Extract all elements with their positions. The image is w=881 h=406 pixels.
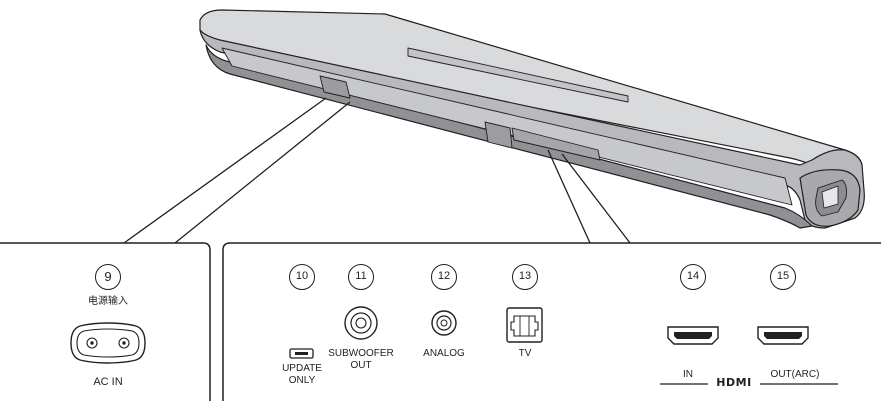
panel-right-frame: [222, 242, 881, 401]
end-cap-port-inner: [821, 185, 839, 209]
callout-line-left-a: [123, 97, 327, 244]
callout-number-11: 11: [348, 264, 374, 290]
callout-number-15: 15: [770, 264, 796, 290]
callout-number-10: 10: [289, 264, 315, 290]
callout-line-right-b: [561, 153, 631, 244]
connector-recess-middle-2: [511, 127, 601, 161]
callout-line-left-b: [174, 101, 351, 244]
ac-in-label: AC IN: [93, 376, 123, 388]
connector-drawings: [70, 306, 838, 385]
update-only-label-line2: ONLY: [288, 375, 316, 386]
subwoofer-out-jack: [344, 306, 378, 340]
hdmi-out-label: OUT(ARC): [770, 369, 820, 380]
update-only-port: [289, 348, 314, 359]
callout-lines: [123, 97, 631, 244]
hdmi-logo: HDMI: [716, 376, 752, 389]
subwoofer-out-label-line1: SUBWOOFER: [328, 348, 394, 359]
soundbar-body: [199, 9, 865, 229]
update-only-label-line1: UPDATE: [282, 363, 322, 374]
hdmi-in-port: [667, 326, 719, 345]
hdmi-in-label: IN: [683, 369, 693, 380]
hdmi-out-port: [757, 326, 809, 345]
callout-number-9: 9: [95, 264, 121, 290]
soundbar-top-recess: [407, 47, 629, 103]
soundbar-front-panel: [221, 47, 793, 206]
callout-number-12: 12: [431, 264, 457, 290]
connector-recess-middle: [484, 121, 513, 149]
callout-line-right-a: [547, 149, 591, 244]
analog-jack: [431, 310, 457, 336]
callout-number-14: 14: [680, 264, 706, 290]
analog-label: ANALOG: [423, 348, 465, 359]
ac-in-label-cn: 电源输入: [88, 296, 128, 307]
tv-label: TV: [518, 348, 532, 359]
tv-optical-port: [506, 307, 543, 343]
connector-recess-left: [319, 75, 351, 99]
panel-left-frame: [0, 242, 211, 401]
ac-in-socket: [70, 322, 146, 364]
callout-number-13: 13: [512, 264, 538, 290]
subwoofer-out-label-line2: OUT: [350, 360, 372, 371]
panel-outlines: [0, 242, 881, 401]
